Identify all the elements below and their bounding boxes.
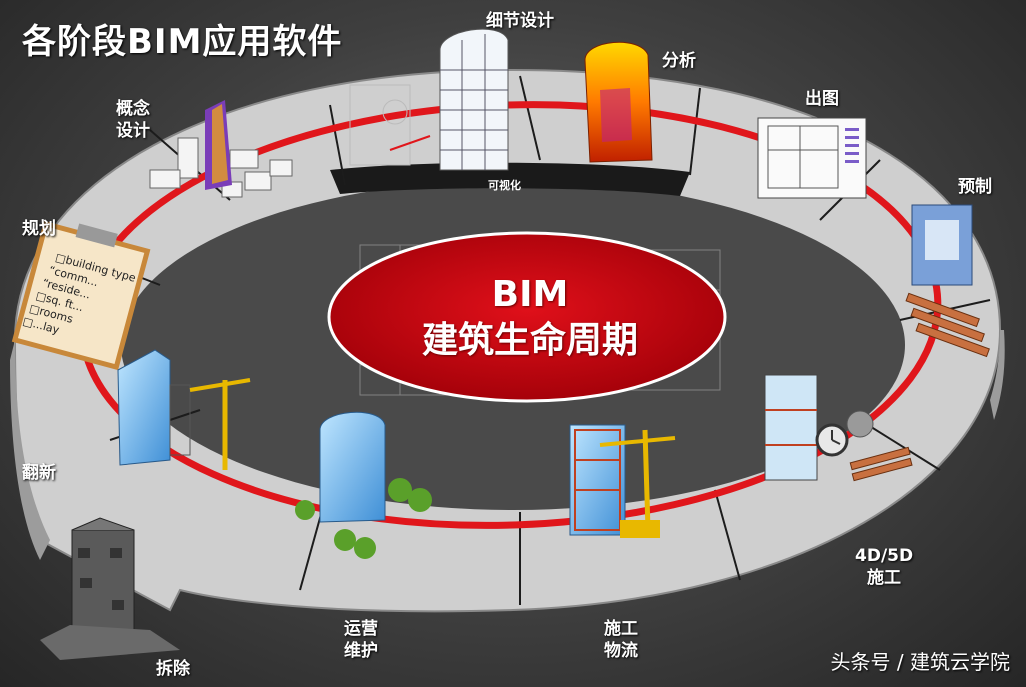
stage-label-operation: 运营 维护 bbox=[344, 619, 378, 661]
analysis-model bbox=[584, 41, 653, 163]
visualization-label: 可视化 bbox=[488, 179, 521, 192]
stage-label-detail: 细节设计 bbox=[486, 11, 554, 31]
stage-label-concept: 概念 设计 bbox=[116, 99, 150, 141]
prefab-machine bbox=[905, 204, 990, 358]
center-ellipse bbox=[327, 231, 727, 403]
center-label-line2: 建筑生命周期 bbox=[421, 320, 638, 361]
page-title: 各阶段BIM应用软件 bbox=[22, 22, 343, 62]
construction-4d5d-model bbox=[764, 374, 913, 482]
logistics-model bbox=[569, 424, 676, 538]
stage-label-4d5d: 4D/5D 施工 bbox=[855, 546, 914, 588]
center-label: BIM 建筑生命周期 bbox=[330, 238, 730, 398]
drawing-sheet bbox=[757, 117, 867, 199]
detail-design-model bbox=[349, 28, 509, 171]
stage-label-logistics: 施工 物流 bbox=[604, 619, 638, 661]
stage-label-planning: 规划 bbox=[22, 219, 56, 239]
renovation-model bbox=[117, 349, 251, 470]
planning-clipboard bbox=[11, 220, 151, 371]
stage-label-analysis: 分析 bbox=[662, 51, 696, 71]
stage-label-renovation: 翻新 bbox=[22, 463, 56, 483]
concept-design-model bbox=[149, 100, 293, 198]
stage-label-prefab: 预制 bbox=[958, 177, 992, 197]
center-label-line1: BIM bbox=[491, 274, 569, 315]
stage-label-drawing: 出图 bbox=[805, 89, 839, 109]
stage-label-demolition: 拆除 bbox=[156, 659, 190, 679]
watermark: 头条号 / 建筑云学院 bbox=[830, 650, 1010, 674]
demolition-model bbox=[40, 517, 180, 660]
operation-model bbox=[295, 411, 432, 559]
